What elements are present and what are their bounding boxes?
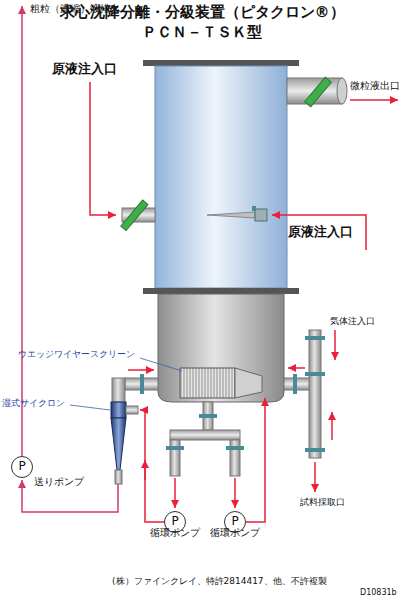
part-label: 気体注入口	[330, 316, 375, 326]
pump-symbol: P循環ポンプ	[224, 511, 246, 533]
pump-letter: P	[11, 456, 33, 478]
part-label: 試料採取口	[300, 497, 345, 507]
part-label: (株）ファインクレイ、特許2814417、他、不許複製	[112, 576, 327, 586]
part-label: 微粒液出口	[350, 80, 400, 92]
part-label: 湿式サイクロン	[2, 398, 65, 408]
pump-name: 循環ポンプ	[210, 527, 260, 539]
part-label: 原液注入口	[288, 225, 353, 240]
pump-name: 循環ポンプ	[150, 527, 200, 539]
pump-symbol: P循環ポンプ	[164, 511, 186, 533]
pump-name: 送りポンプ	[34, 476, 84, 488]
part-label: 原液注入口	[52, 62, 117, 77]
part-label: D10831b	[360, 588, 397, 597]
part-label: 粗粒（濃縮）液排出	[30, 3, 120, 15]
part-label: ウエッジワイヤースクリーン	[18, 349, 135, 359]
pump-symbol: P送りポンプ	[11, 456, 33, 478]
